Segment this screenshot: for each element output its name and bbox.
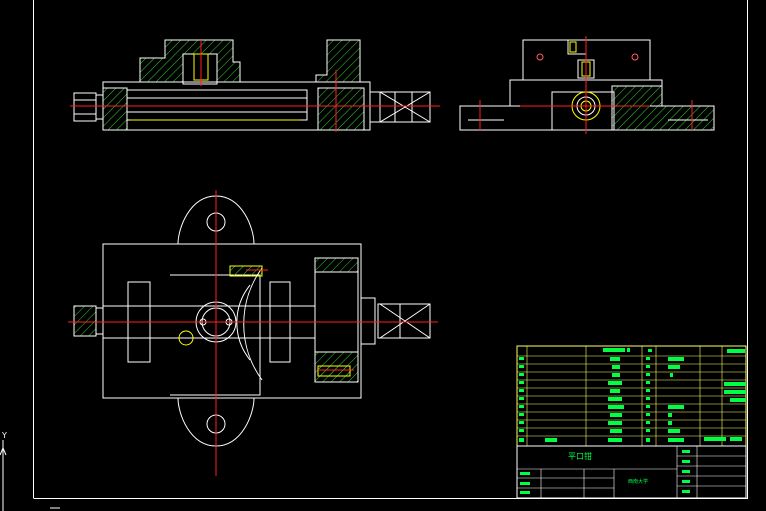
top-bolt-upper (229, 265, 263, 277)
ucs-axis-icon: Y (0, 431, 60, 511)
front-view (70, 39, 440, 132)
school-name: 西南大学 (628, 479, 649, 485)
title-block (516, 445, 747, 499)
top-view (68, 190, 438, 476)
top-knurl (377, 303, 431, 339)
front-right-jaw-hatch (315, 39, 361, 83)
front-right-block-hatch (317, 87, 365, 131)
parts-list-table (516, 345, 747, 447)
drawing-title: 平口钳 (568, 452, 592, 461)
front-screw (126, 89, 308, 121)
front-left-nut (73, 92, 97, 122)
side-view (459, 36, 715, 134)
side-hatch (611, 85, 715, 131)
svg-text:Y: Y (1, 431, 7, 440)
front-left-block-hatch (102, 87, 128, 131)
front-knurl (379, 91, 431, 123)
top-bolt-lower (317, 365, 351, 377)
front-right-shaft (369, 91, 381, 123)
top-jaw-arc (243, 267, 263, 381)
